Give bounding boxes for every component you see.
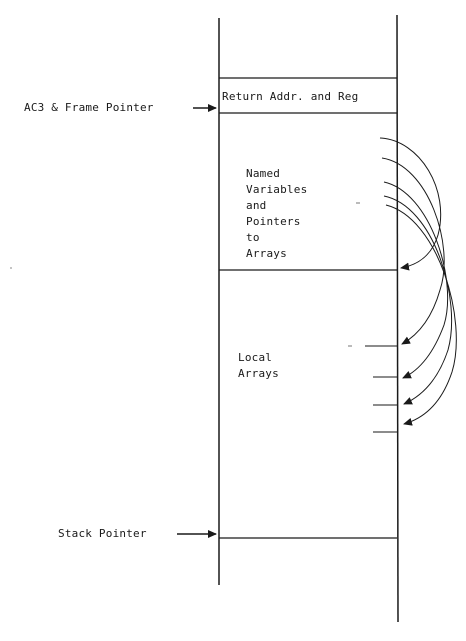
local-arrays-line-2: Arrays — [238, 367, 279, 380]
pointer-arrow-5 — [385, 204, 457, 426]
named-variables-line-5: to — [246, 231, 260, 244]
local-arrays-line-1: Local — [238, 351, 273, 364]
stack-pointer-label: Stack Pointer — [58, 527, 147, 540]
frame-pointer-label: AC3 & Frame Pointer — [24, 101, 154, 114]
named-variables-line-4: Pointers — [246, 215, 301, 228]
pointer-arrow-2 — [381, 157, 445, 345]
pointer-arrow-1 — [379, 137, 442, 271]
named-variables-line-3: and — [246, 199, 267, 212]
return-address-label: Return Addr. and Reg — [222, 90, 359, 103]
pointer-arrow-3 — [383, 181, 448, 379]
named-variables-line-6: Arrays — [246, 247, 287, 260]
pointer-arrow-4 — [383, 195, 453, 405]
stack-right-wall — [396, 14, 399, 623]
named-variables-line-2: Variables — [246, 183, 308, 196]
named-variables-line-1: Named — [246, 167, 281, 180]
